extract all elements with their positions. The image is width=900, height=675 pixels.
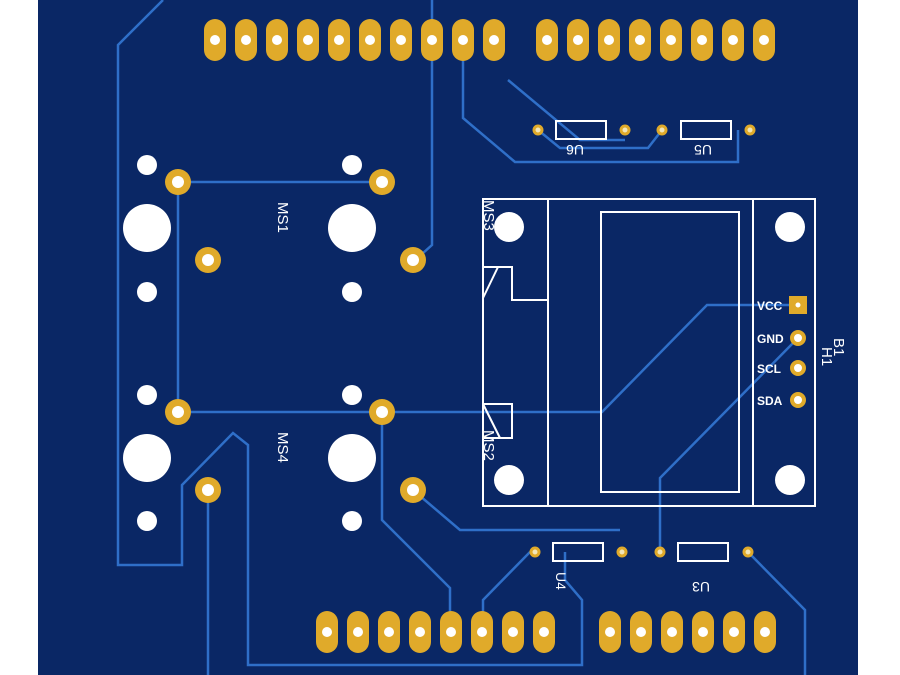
label-b1: B1 (830, 338, 847, 356)
pin-hole (666, 35, 676, 45)
pin-hole (729, 627, 739, 637)
pin-hole (605, 627, 615, 637)
pin-label-sda: SDA (757, 394, 783, 408)
label-ms4: MS4 (274, 432, 291, 463)
pin-hole (446, 627, 456, 637)
label-u6: U6 (566, 142, 584, 158)
label-ms3: MS3 (480, 200, 497, 231)
pin-hole (303, 35, 313, 45)
pin-hole (272, 35, 282, 45)
pin-hole (334, 35, 344, 45)
pin-hole (210, 35, 220, 45)
pin-hole (427, 35, 437, 45)
pin-hole (384, 627, 394, 637)
switch-footprints: MS1 MS4 MS3 MS2 (123, 155, 497, 531)
pin-hole (728, 35, 738, 45)
pin-hole (697, 35, 707, 45)
pin-label-scl: SCL (757, 362, 781, 376)
pin-hole (760, 627, 770, 637)
pin-hole (573, 35, 583, 45)
pin-hole (396, 35, 406, 45)
label-u5: U5 (694, 142, 712, 158)
pin-label-gnd: GND (757, 332, 784, 346)
label-ms1: MS1 (274, 202, 291, 233)
pin-hole (489, 35, 499, 45)
pin-hole (604, 35, 614, 45)
pin-hole (635, 35, 645, 45)
pin-hole (415, 627, 425, 637)
pin-hole (542, 35, 552, 45)
pin-hole (477, 627, 487, 637)
pin-hole (636, 627, 646, 637)
pin-hole (365, 35, 375, 45)
pin-hole (353, 627, 363, 637)
label-h1: H1 (818, 347, 835, 366)
pin-hole (667, 627, 677, 637)
resistor-footprints: U6 U5 U4 U3 (529, 120, 756, 595)
label-u4: U4 (553, 572, 569, 590)
pcb-substrate (38, 0, 858, 675)
label-u3: U3 (692, 579, 710, 595)
header-pins (204, 19, 776, 653)
pin-hole (241, 35, 251, 45)
pin-hole (508, 627, 518, 637)
pin-label-vcc: VCC (757, 299, 783, 313)
pin-hole (322, 627, 332, 637)
pin-hole (759, 35, 769, 45)
pin-hole (458, 35, 468, 45)
pin-hole (539, 627, 549, 637)
oled-display-footprint: VCC GND SCL SDA B1 H1 (482, 198, 847, 507)
pin-hole (698, 627, 708, 637)
